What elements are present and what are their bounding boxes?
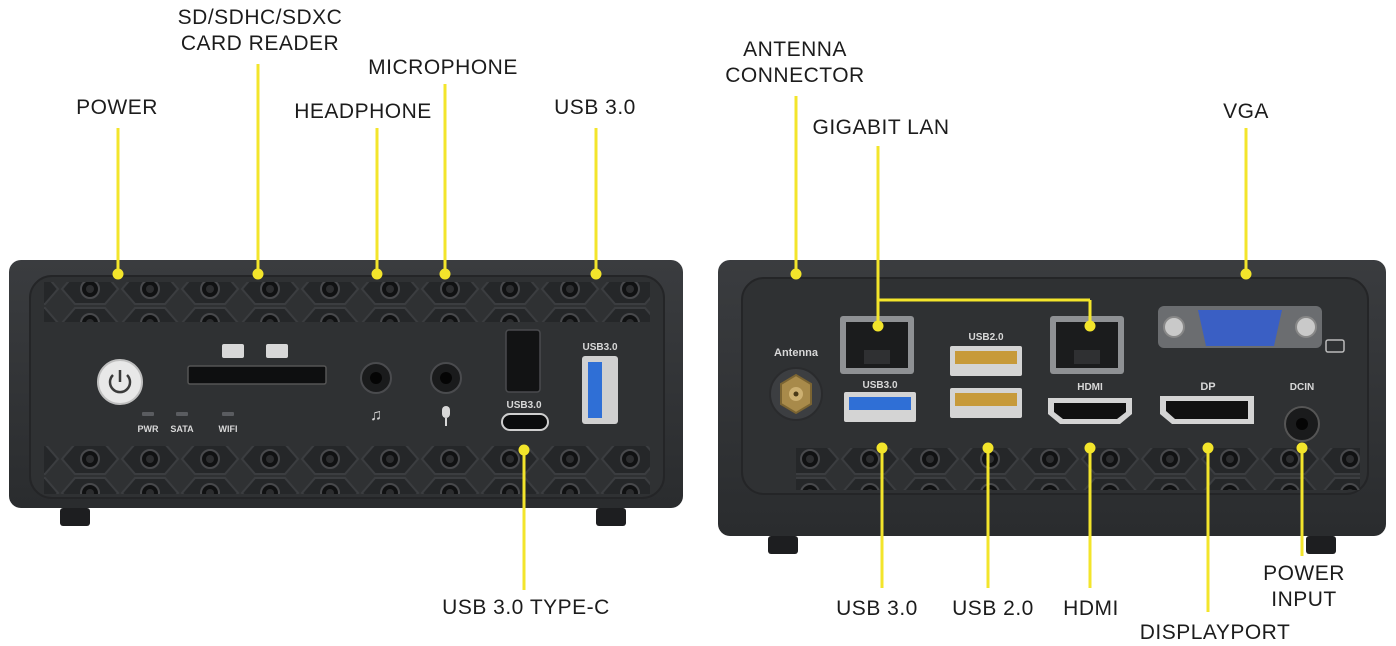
- usb20-printed-label: USB2.0: [968, 332, 1003, 343]
- callout-lines: [112, 64, 1308, 612]
- callout-vga: VGA: [1223, 100, 1269, 123]
- headphone-jack: [360, 362, 392, 394]
- vga-port: [1158, 306, 1322, 348]
- power-button: [97, 359, 143, 405]
- hdmi-port: [1048, 398, 1132, 424]
- callout-antenna-line1: ANTENNA: [743, 38, 847, 61]
- callout-microphone: MICROPHONE: [368, 56, 518, 79]
- usb30-rear-port: [844, 392, 916, 422]
- callout-power: POWER: [76, 96, 158, 119]
- antenna-printed-label: Antenna: [774, 347, 819, 359]
- dcin-printed-label: DCIN: [1290, 382, 1314, 393]
- usb30-front-port: [582, 356, 618, 424]
- callout-power-input-line2: INPUT: [1271, 588, 1337, 611]
- led-wifi-label: WIFI: [219, 424, 238, 434]
- rear-device: Antenna USB2.0 USB3.0: [718, 260, 1386, 554]
- microphone-icon: [442, 406, 450, 426]
- callout-card-reader-line1: SD/SDHC/SDXC: [177, 6, 343, 29]
- usb20-ports: [950, 346, 1022, 418]
- callout-usb30-rear: USB 3.0: [836, 597, 918, 620]
- headphone-icon: ♫: [370, 407, 382, 424]
- callout-usb20: USB 2.0: [952, 597, 1034, 620]
- callout-power-input-line1: POWER: [1263, 562, 1345, 585]
- front-device: PWR SATA WIFI ♫ USB3.0 USB3.0: [9, 260, 683, 526]
- callout-headphone: HEADPHONE: [294, 100, 432, 123]
- sd-card-slot: [187, 365, 327, 385]
- monitor-icon: [1325, 339, 1345, 353]
- callout-usb30-typec: USB 3.0 TYPE-C: [442, 596, 610, 619]
- callout-card-reader: SD/SDHC/SDXC CARD READER: [160, 5, 360, 57]
- microphone-jack: [430, 362, 462, 394]
- callout-displayport: DISPLAYPORT: [1139, 621, 1291, 644]
- led-sata-label: SATA: [170, 424, 194, 434]
- usb30-rear-printed-label: USB3.0: [862, 380, 897, 391]
- typec-printed-label: USB3.0: [506, 400, 541, 411]
- callout-power-input: POWER INPUT: [1245, 561, 1363, 613]
- callout-antenna-line2: CONNECTOR: [725, 64, 865, 87]
- sd-logo-icons: [222, 344, 288, 358]
- dc-in-jack: [1284, 406, 1320, 442]
- callout-card-reader-line2: CARD READER: [180, 32, 340, 55]
- callout-antenna-connector: ANTENNA CONNECTOR: [710, 37, 880, 89]
- antenna-connector: [769, 367, 823, 421]
- callout-hdmi: HDMI: [1063, 597, 1119, 620]
- hdmi-printed-label: HDMI: [1077, 382, 1103, 393]
- usb-typec-port: [501, 413, 549, 431]
- callout-gigabit-lan: GIGABIT LAN: [812, 116, 950, 139]
- displayport-port: [1160, 396, 1254, 424]
- lan-port-left: [840, 316, 914, 374]
- usb30-front-printed-label: USB3.0: [582, 342, 617, 353]
- led-pwr-label: PWR: [138, 424, 159, 434]
- callout-usb30-front: USB 3.0: [554, 96, 636, 119]
- lan-port-right: [1050, 316, 1124, 374]
- dp-printed-label: DP: [1200, 381, 1215, 393]
